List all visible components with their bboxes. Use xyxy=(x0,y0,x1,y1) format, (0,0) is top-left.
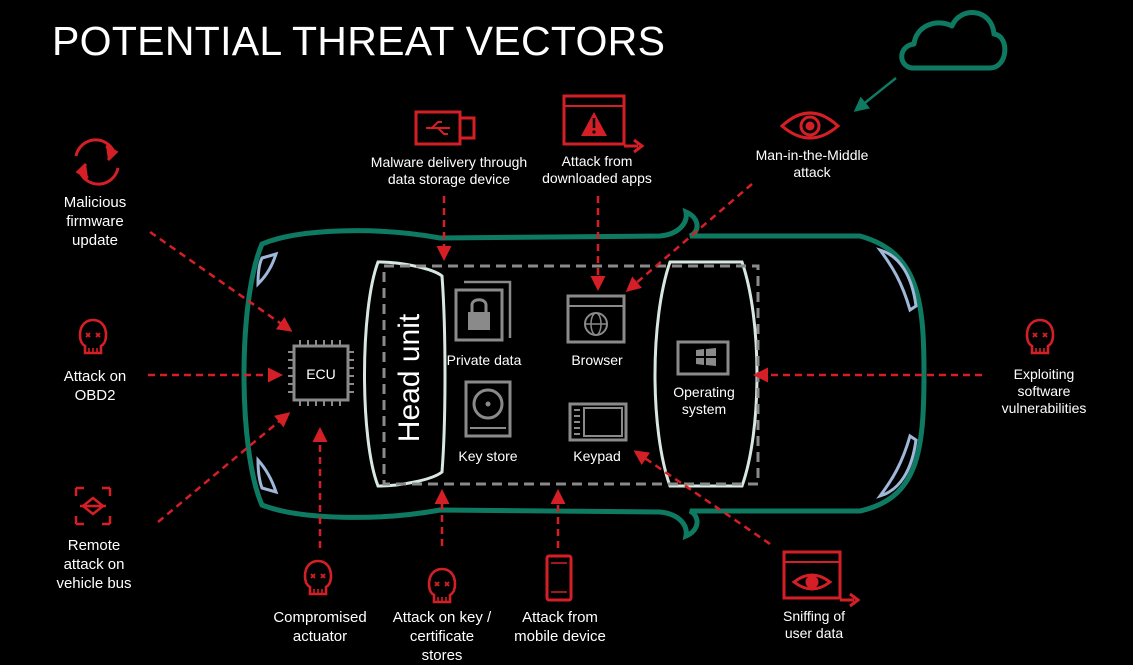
ecu-label: ECU xyxy=(306,366,336,382)
rear-right-window xyxy=(876,433,918,499)
rear-windshield-panel xyxy=(653,260,759,488)
skull-icon xyxy=(78,318,108,355)
skull-icon xyxy=(303,559,333,596)
threat-mitm: Man-in-the-Middle attack xyxy=(755,147,869,180)
refresh-icon xyxy=(74,138,120,186)
target-icon xyxy=(74,486,112,526)
threat-downloaded-apps: Attack from downloaded apps xyxy=(542,153,652,186)
car-outline xyxy=(241,207,927,541)
usb-icon xyxy=(414,110,476,146)
browser-label: Browser xyxy=(571,352,623,368)
rear-left-window xyxy=(256,456,279,495)
front-left-window xyxy=(256,251,279,288)
cloud-arrow xyxy=(853,77,897,112)
front-windshield-panel xyxy=(363,260,447,488)
warning-window-icon xyxy=(562,94,645,154)
threat-storage-device: Malware delivery through data storage de… xyxy=(370,154,528,187)
threat-obd2: Attack on OBD2 xyxy=(63,368,127,404)
skull-icon xyxy=(1025,318,1055,355)
chip-icon xyxy=(288,340,354,406)
eye-icon xyxy=(779,111,841,140)
threat-software-vuln: Exploiting software vulnerabilities xyxy=(1001,366,1087,416)
eye-window-icon xyxy=(782,550,861,608)
windows-icon xyxy=(676,340,730,376)
keypad-label: Keypad xyxy=(573,448,621,464)
head-unit-label: Head unit xyxy=(393,313,426,443)
keypad-icon xyxy=(568,402,628,442)
disk-icon xyxy=(464,380,512,438)
cloud-icon xyxy=(899,10,1008,71)
threat-key-cert: Attack on key / certificate stores xyxy=(392,609,492,664)
threat-vehicle-bus: Remote attack on vehicle bus xyxy=(56,537,132,592)
private-data-label: Private data xyxy=(446,352,522,368)
threat-sniffing: Sniffing of user data xyxy=(782,608,845,641)
threat-mobile-device: Attack from mobile device xyxy=(514,609,606,645)
skull-icon xyxy=(427,567,457,604)
operating-system-label: Operating system xyxy=(673,384,735,417)
arrow-firmware xyxy=(149,230,293,332)
arrow-sniffing xyxy=(633,450,771,546)
threat-compromised-actuator: Compromised actuator xyxy=(273,609,367,645)
smartphone-icon xyxy=(545,554,573,602)
front-right-window xyxy=(876,247,918,313)
arrow-mitm xyxy=(625,183,753,292)
page-title: POTENTIAL THREAT VECTORS xyxy=(52,18,666,64)
threat-malicious-firmware: Malicious firmware update xyxy=(63,194,127,249)
lock-icon xyxy=(454,280,512,342)
globe-window-icon xyxy=(566,294,626,344)
arrow-vehicle-bus xyxy=(157,412,291,523)
key-store-label: Key store xyxy=(458,448,518,464)
